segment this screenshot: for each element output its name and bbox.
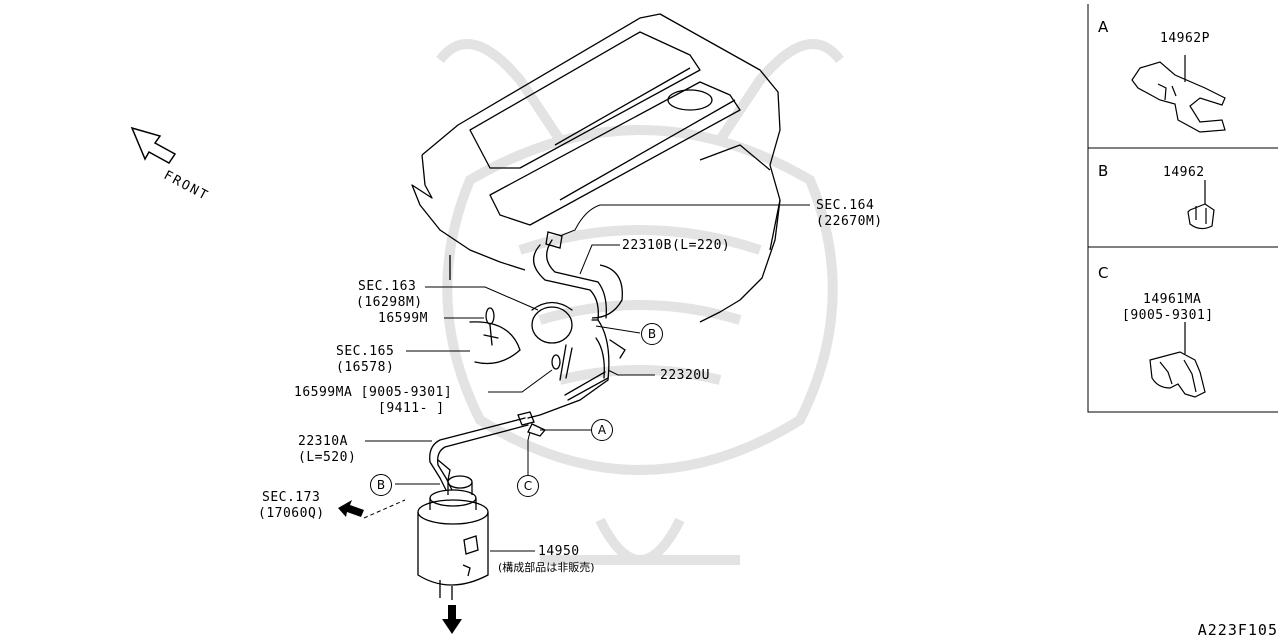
part-16599ma-label: 16599MA [9005-9301] xyxy=(294,385,453,400)
sec163-sub-label: (16298M) xyxy=(356,295,423,310)
sec173-sub-label: (17060Q) xyxy=(258,506,325,521)
leader-lines xyxy=(365,204,810,552)
marker-b-lower: B xyxy=(370,474,392,496)
part-22310a-label: 22310A xyxy=(298,434,348,449)
engine-outline xyxy=(411,13,781,323)
panel-b-part: 14962 xyxy=(1163,165,1205,180)
front-arrow-icon xyxy=(130,126,177,164)
sec163-label: SEC.163 xyxy=(358,279,417,294)
panel-a-part: 14962P xyxy=(1160,31,1210,46)
panel-c-part: 14961MA xyxy=(1143,292,1202,307)
clip-14962-icon xyxy=(1187,180,1215,230)
clip-14962p-icon xyxy=(1131,55,1226,133)
part-14950-note: (構成部品は非販売) xyxy=(498,561,595,574)
drawing-code: A223F105 xyxy=(1197,621,1278,639)
sec164-sub-label: (22670M) xyxy=(816,214,883,229)
sec173-label: SEC.173 xyxy=(262,490,321,505)
hose-assembly xyxy=(429,231,626,481)
clip-14961ma-icon xyxy=(1149,322,1206,398)
detail-panels xyxy=(1087,4,1278,413)
part-22310b-label: 22310B(L=220) xyxy=(622,238,731,253)
marker-b-upper: B xyxy=(641,323,663,345)
watermark-logo xyxy=(436,39,844,565)
sec165-label: SEC.165 xyxy=(336,344,395,359)
sec164-label: SEC.164 xyxy=(816,198,875,213)
panel-b-letter: B xyxy=(1098,162,1109,180)
part-22310a-sub-label: (L=520) xyxy=(298,450,357,465)
down-arrow-icon xyxy=(442,605,462,634)
sec173-arrow-icon xyxy=(338,499,406,519)
part-22320u-label: 22320U xyxy=(660,368,710,383)
panel-a-letter: A xyxy=(1098,18,1109,36)
canister-14950 xyxy=(417,475,489,600)
marker-c: C xyxy=(517,475,539,497)
sec165-sub-label: (16578) xyxy=(336,360,395,375)
panel-c-letter: C xyxy=(1098,264,1109,282)
marker-a: A xyxy=(591,419,613,441)
panel-c-note: [9005-9301] xyxy=(1122,308,1214,323)
part-16599m-label: 16599M xyxy=(378,311,428,326)
part-16599ma-range-label: [9411- ] xyxy=(378,401,445,416)
part-14950-label: 14950 xyxy=(538,544,580,559)
